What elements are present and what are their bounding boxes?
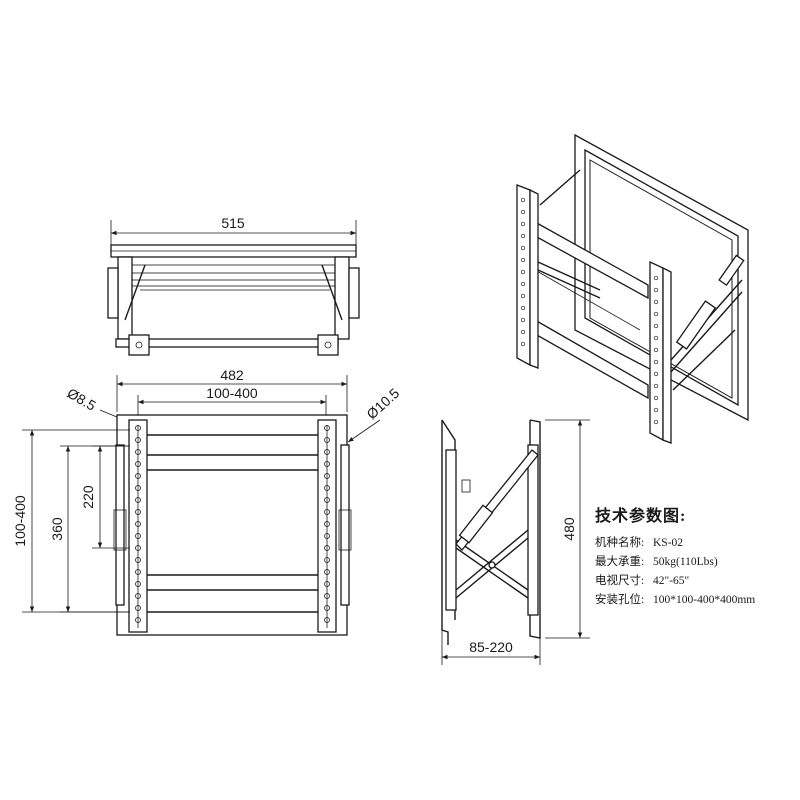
top-view: 515 [107, 215, 360, 356]
spec-row: 电视尺寸: 42"-65" [595, 572, 795, 591]
spec-table: 技术参数图: 机种名称: KS-02 最大承重: 50kg(110Lbs) 电视尺寸… [595, 502, 795, 610]
dim-top-width: 515 [221, 215, 245, 231]
spec-value: 100*100-400*400mm [653, 594, 756, 606]
dim-hole-spacing: 100-400 [206, 385, 258, 401]
spec-row: 安装孔位: 100*100-400*400mm [595, 591, 795, 610]
spec-label: 机种名称: [595, 537, 645, 549]
front-view: 482 100-400 Ø8.5 Ø10.5 [12, 367, 403, 636]
dim-vert-mid: 360 [49, 517, 65, 541]
side-view: 480 85-220 [441, 419, 590, 665]
dim-hole-large: Ø10.5 [363, 385, 402, 423]
dim-hole-small: Ø8.5 [65, 385, 99, 414]
spec-value: KS-02 [653, 537, 684, 549]
spec-label: 电视尺寸: [595, 575, 645, 587]
dim-vert-inner: 220 [80, 485, 96, 509]
spec-label: 最大承重: [595, 556, 645, 568]
spec-value: 50kg(110Lbs) [653, 556, 718, 568]
spec-row: 机种名称: KS-02 [595, 534, 795, 553]
spec-value: 42"-65" [653, 575, 690, 587]
dim-side-depth: 85-220 [469, 639, 513, 655]
dim-side-height: 480 [561, 517, 577, 541]
isometric-view [516, 133, 749, 444]
spec-title: 技术参数图: [595, 508, 687, 525]
dim-vert-outer: 100-400 [12, 495, 28, 547]
spec-label: 安装孔位: [595, 594, 645, 606]
dim-front-width: 482 [220, 367, 244, 383]
spec-row: 最大承重: 50kg(110Lbs) [595, 553, 795, 572]
